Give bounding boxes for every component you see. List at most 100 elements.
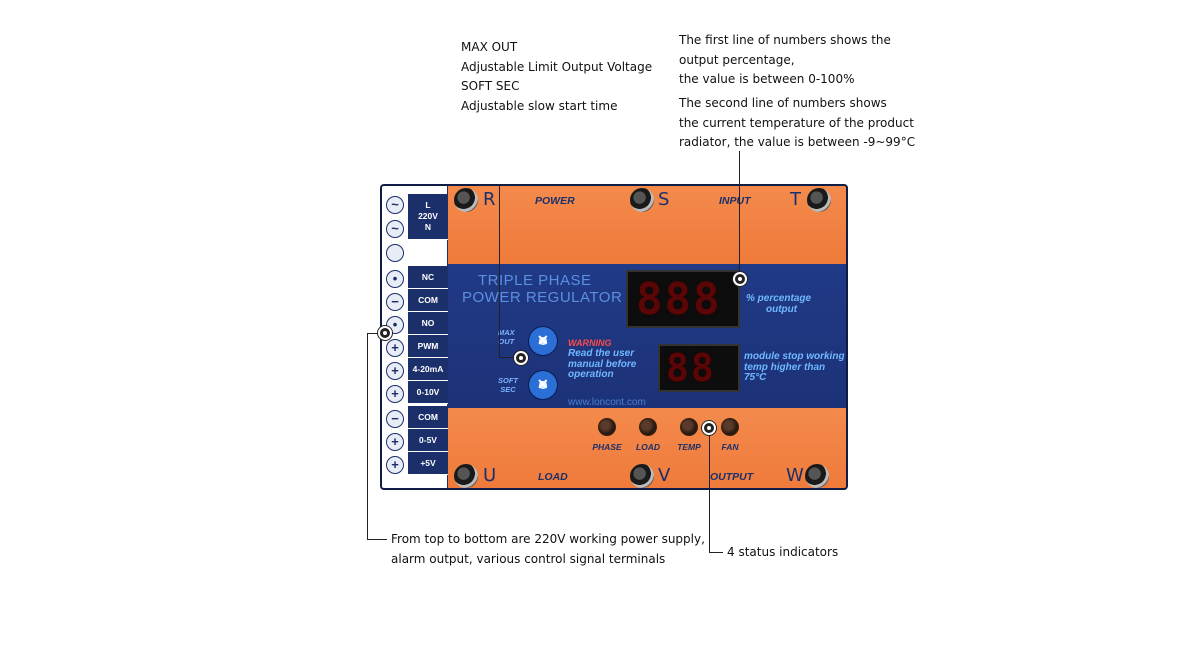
terminal-screw: − bbox=[386, 410, 404, 428]
pot-softsec-label: SOFT SEC bbox=[498, 376, 518, 394]
callout-line: radiator, the value is between -9~99°C bbox=[679, 135, 916, 149]
leader-marker-terminals bbox=[378, 326, 392, 340]
callout-line: output percentage, bbox=[679, 52, 795, 67]
output-letter-w: W bbox=[786, 465, 804, 486]
terminal-screw: − bbox=[386, 293, 404, 311]
input-letter-s: S bbox=[658, 189, 670, 210]
power-label: POWER bbox=[535, 195, 575, 207]
terminal-screw: + bbox=[386, 385, 404, 403]
website-url: www.loncont.com bbox=[568, 397, 646, 408]
input-letter-r: R bbox=[483, 189, 496, 210]
power-regulator-device: L 220V N ~ ~ • NC − COM • NO + PWM + 4-2… bbox=[380, 184, 848, 490]
callout-line: alarm output, various control signal ter… bbox=[391, 551, 666, 566]
callout-line: Adjustable slow start time bbox=[461, 98, 618, 113]
terminal-label-l: L bbox=[425, 200, 431, 210]
terminal-label: COM bbox=[408, 289, 448, 312]
callout-line: From top to bottom are 220V working powe… bbox=[391, 532, 705, 546]
leader-maxout-horizontal bbox=[499, 357, 519, 358]
leader-indicators-horizontal bbox=[709, 552, 723, 553]
terminal-label: +5V bbox=[408, 452, 448, 475]
input-letter-t: T bbox=[790, 189, 801, 210]
leader-display-vertical bbox=[739, 151, 740, 279]
callout-indicators: 4 status indicators bbox=[727, 543, 838, 563]
percentage-display: 888 bbox=[626, 270, 740, 328]
callout-display1: The first line of numbers shows the outp… bbox=[679, 31, 891, 90]
terminal-screw bbox=[386, 244, 404, 262]
load-led bbox=[639, 418, 657, 436]
bolt-u bbox=[454, 464, 478, 488]
callout-maxout: MAX OUT Adjustable Limit Output Voltage … bbox=[461, 38, 652, 116]
terminal-label: NC bbox=[408, 266, 448, 289]
terminal-label: COM bbox=[408, 406, 448, 429]
terminal-screw: + bbox=[386, 362, 404, 380]
terminal-screw: + bbox=[386, 339, 404, 357]
temp-led bbox=[680, 418, 698, 436]
terminal-label: NO bbox=[408, 312, 448, 335]
leader-terminals-vertical bbox=[367, 333, 368, 539]
callout-line: the current temperature of the product bbox=[679, 115, 914, 130]
terminal-label: PWM bbox=[408, 335, 448, 358]
phase-led bbox=[598, 418, 616, 436]
percentage-note: % percentage output bbox=[746, 293, 812, 315]
leader-marker-indicators bbox=[702, 421, 716, 435]
terminal-label-n: N bbox=[424, 222, 432, 232]
callout-line: MAX OUT bbox=[461, 40, 518, 54]
softsec-potentiometer[interactable] bbox=[528, 370, 558, 400]
temperature-note: module stop working temp higher than 75°… bbox=[744, 351, 845, 384]
terminal-screw: ~ bbox=[386, 196, 404, 214]
callout-terminals: From top to bottom are 220V working powe… bbox=[391, 530, 705, 569]
leader-marker-maxout bbox=[514, 351, 528, 365]
temp-led-label: TEMP bbox=[677, 442, 701, 452]
terminal-screw: + bbox=[386, 456, 404, 474]
callout-line: The second line of numbers shows bbox=[679, 96, 887, 110]
note-line: % percentage bbox=[746, 293, 812, 304]
terminal-screw: ~ bbox=[386, 220, 404, 238]
fan-led-label: FAN bbox=[721, 442, 739, 452]
output-letter-u: U bbox=[483, 465, 497, 486]
phase-led-label: PHASE bbox=[592, 442, 622, 452]
callout-display2: The second line of numbers shows the cur… bbox=[679, 94, 915, 153]
leader-terminals-top bbox=[367, 333, 383, 334]
callout-line: the value is between 0-100% bbox=[679, 72, 855, 86]
pot-label-line: SOFT bbox=[498, 376, 518, 385]
terminal-label-220v: 220V bbox=[418, 211, 438, 221]
note-line: module stop working bbox=[744, 351, 845, 362]
output-letter-v: V bbox=[658, 465, 671, 486]
terminal-label: 0-10V bbox=[408, 381, 448, 404]
pot-maxout-label: MAX OUT bbox=[498, 328, 515, 346]
warning-line: operation bbox=[568, 369, 614, 380]
power-terminal-label: L 220V N bbox=[408, 194, 448, 240]
terminal-label: 4-20mA bbox=[408, 358, 448, 381]
output-label: OUTPUT bbox=[710, 471, 754, 483]
terminal-label: 0-5V bbox=[408, 429, 448, 452]
bolt-v bbox=[630, 464, 654, 488]
terminal-screw: • bbox=[386, 270, 404, 288]
callout-line: Adjustable Limit Output Voltage bbox=[461, 59, 653, 74]
callout-line: SOFT SEC bbox=[461, 79, 520, 93]
note-line: 75°C bbox=[744, 372, 767, 383]
leader-indicators-vertical bbox=[709, 430, 710, 553]
warning-line: manual before bbox=[568, 358, 637, 370]
title-line-1: TRIPLE PHASE bbox=[478, 272, 592, 289]
pot-label-line: OUT bbox=[498, 337, 515, 346]
bolt-w bbox=[805, 464, 829, 488]
pot-label-line: SEC bbox=[500, 385, 516, 394]
warning-line: Read the user bbox=[568, 348, 635, 359]
maxout-potentiometer[interactable] bbox=[528, 326, 558, 356]
note-line: output bbox=[766, 303, 798, 315]
callout-line: 4 status indicators bbox=[727, 545, 839, 559]
terminal-screw: + bbox=[386, 433, 404, 451]
bolt-s bbox=[630, 188, 654, 212]
title-line-2: POWER REGULATOR bbox=[462, 289, 623, 306]
bolt-r bbox=[454, 188, 478, 212]
bolt-t bbox=[807, 188, 831, 212]
percentage-digits: 888 bbox=[636, 274, 722, 325]
input-label: INPUT bbox=[719, 195, 751, 207]
fan-led bbox=[721, 418, 739, 436]
callout-line: The first line of numbers shows the bbox=[679, 33, 891, 47]
temperature-digits: 88 bbox=[666, 346, 716, 390]
note-line: temp higher than bbox=[744, 361, 826, 373]
leader-terminals-bottom bbox=[367, 539, 387, 540]
load-led-label: LOAD bbox=[635, 442, 661, 452]
leader-marker-display bbox=[733, 272, 747, 286]
